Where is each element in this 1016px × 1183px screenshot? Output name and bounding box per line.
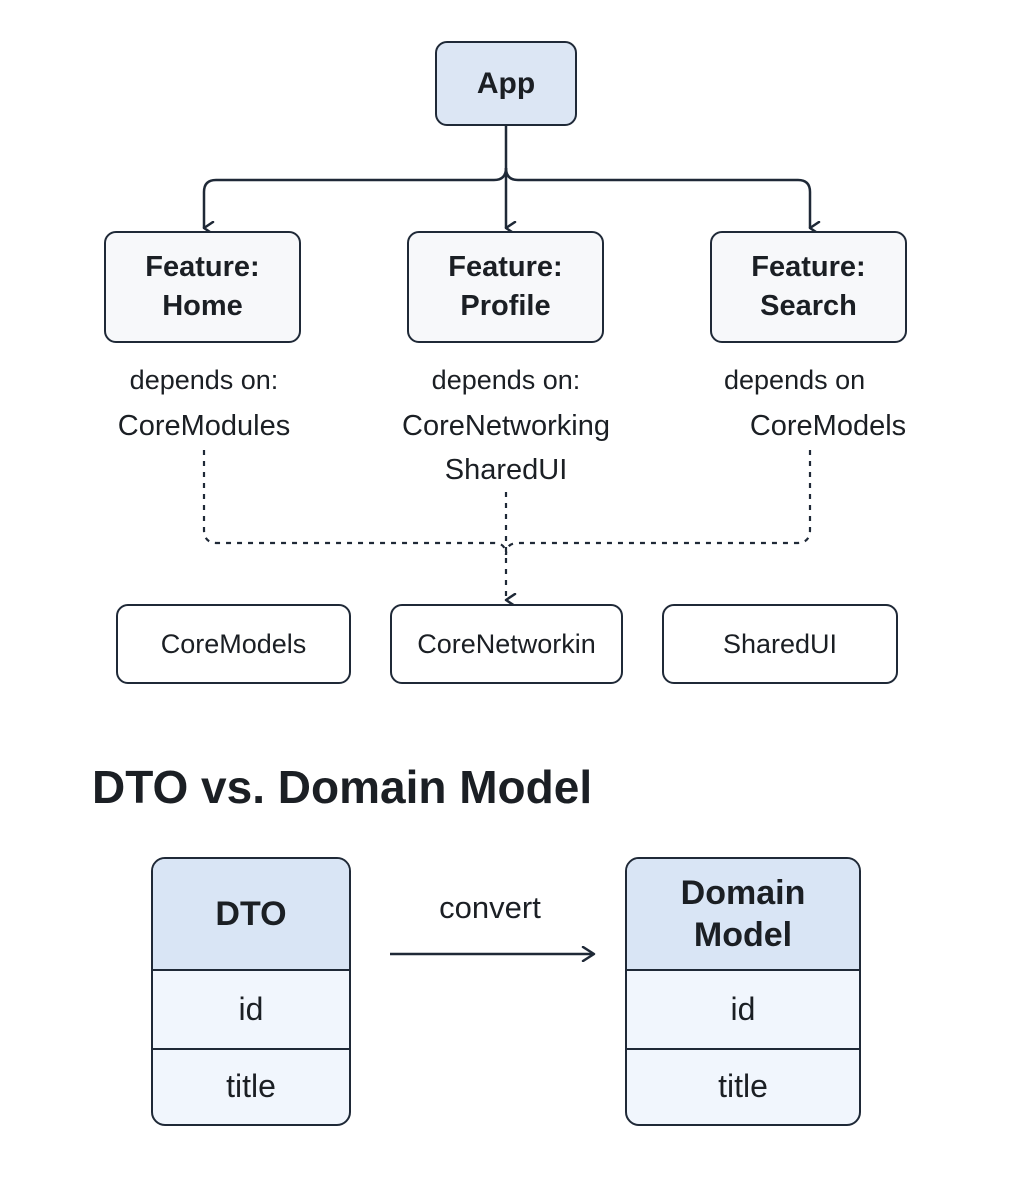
- feature-search-title-line1: Feature:: [751, 251, 866, 283]
- search-depends-label: depends on: [724, 365, 866, 395]
- dto-table: DTO id title: [151, 857, 351, 1126]
- convert-label: convert: [439, 890, 541, 925]
- feature-search-node: Feature: Search: [710, 231, 907, 343]
- dto-header-label: DTO: [215, 895, 287, 933]
- feature-home-node: Feature: Home: [104, 231, 301, 343]
- domain-model-table-header: Domain Model: [627, 859, 859, 971]
- profile-dependency-module-2: SharedUI: [444, 454, 568, 486]
- app-node: App: [435, 41, 577, 126]
- home-dependency-dashed-line: [202, 450, 508, 556]
- app-label: App: [476, 66, 536, 100]
- home-dependency-note: depends on: CoreModules: [84, 357, 324, 449]
- domain-field-id: id: [730, 991, 756, 1027]
- feature-home-title-line1: Feature:: [145, 251, 260, 283]
- dto-table-header: DTO: [153, 859, 349, 971]
- section-heading: DTO vs. Domain Model: [92, 761, 593, 813]
- core-models-module: CoreModels: [116, 604, 351, 684]
- home-depends-label: depends on:: [129, 365, 279, 395]
- app-to-home-arrow: [202, 167, 508, 228]
- domain-field-row: id: [627, 971, 859, 1050]
- search-dependency-note: depends on CoreModels: [694, 357, 934, 449]
- domain-header-line2: Model: [693, 916, 793, 954]
- domain-field-title: title: [718, 1068, 768, 1104]
- home-dependency-module: CoreModules: [117, 410, 291, 442]
- dto-field-title: title: [226, 1068, 276, 1104]
- app-to-search-arrow: [504, 167, 810, 228]
- core-networking-module: CoreNetworkin: [390, 604, 623, 684]
- feature-search-title-line2: Search: [760, 290, 857, 322]
- shared-ui-module: SharedUI: [662, 604, 898, 684]
- core-networking-label: CoreNetworkin: [417, 628, 596, 659]
- dto-field-row: id: [153, 971, 349, 1050]
- feature-profile-title-line2: Profile: [460, 290, 551, 322]
- feature-profile-node: Feature: Profile: [407, 231, 604, 343]
- search-dependency-module: CoreModels: [749, 410, 907, 442]
- feature-profile-title-line1: Feature:: [448, 251, 563, 283]
- profile-depends-label: depends on:: [431, 365, 581, 395]
- shared-ui-label: SharedUI: [722, 628, 838, 659]
- feature-home-title-line2: Home: [162, 290, 243, 322]
- core-models-label: CoreModels: [160, 628, 307, 659]
- search-dependency-dashed-line: [504, 450, 812, 556]
- domain-model-table: Domain Model id title: [625, 857, 861, 1126]
- profile-dependency-module-1: CoreNetworking: [402, 410, 610, 442]
- domain-header-line1: Domain: [680, 874, 806, 912]
- dto-field-id: id: [238, 991, 264, 1027]
- profile-dependency-note: depends on: CoreNetworking SharedUI: [376, 357, 636, 493]
- dto-field-row: title: [153, 1050, 349, 1123]
- domain-field-row: title: [627, 1050, 859, 1123]
